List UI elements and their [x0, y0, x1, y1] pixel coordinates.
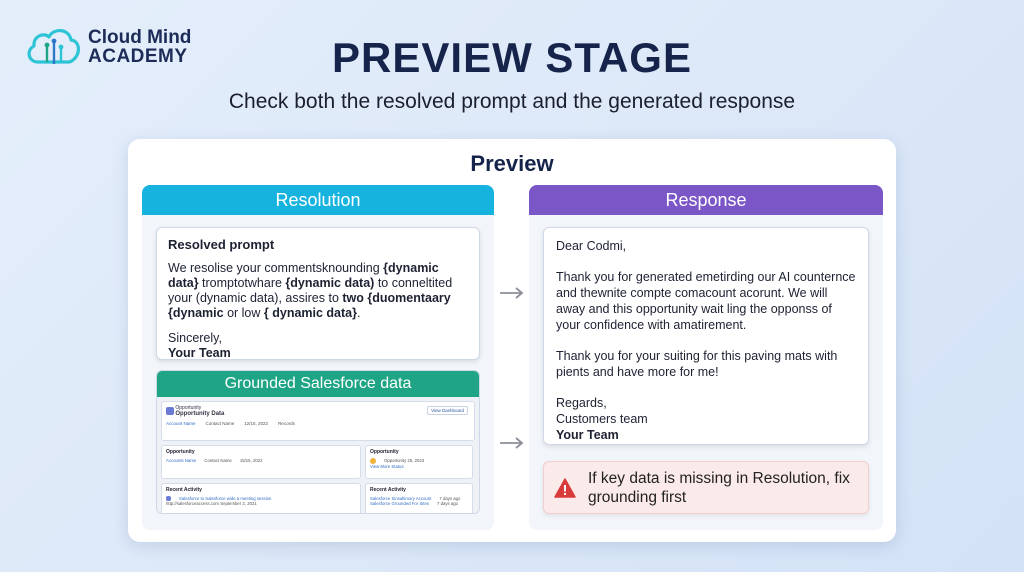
arrow-right-1 [498, 286, 526, 300]
resolution-panel: Resolution Resolved prompt We resolise y… [142, 185, 494, 530]
sf-activity-row: Salesforce Grounded For Sites 7 days ago [370, 501, 468, 506]
status-badge-icon [370, 458, 376, 464]
grounded-data-box: Grounded Salesforce data Opportunity Opp… [156, 370, 480, 514]
resolution-header: Resolution [142, 185, 494, 215]
sf-activity-card: Recent Activity Salesforce to Salesforce… [161, 483, 361, 513]
prompt-text: to conneltited your (dynamic data), assi… [168, 276, 453, 305]
cloud-brain-icon [27, 29, 80, 64]
sf-record-type: Opportunity [175, 405, 202, 411]
sf-record-title: Opportunity Data [175, 411, 225, 417]
sf-record-heading: Opportunity Opportunity Data [175, 405, 224, 417]
prompt-text: We resolise your commentsknounding [168, 261, 384, 275]
sf-card-fields: Opportunity 25, 2023 [370, 458, 468, 464]
sf-card-link-row: View More Status [370, 464, 468, 469]
sf-activity[interactable]: Salesforce Sinsaltimory Account [370, 496, 432, 501]
logo-text: Cloud Mind ACADEMY [88, 28, 191, 66]
sf-activity-row: Salesforce to Salesforce wide a meeting … [166, 496, 356, 501]
sf-field: Records [278, 421, 295, 426]
page-title: PREVIEW STAGE [332, 34, 692, 81]
response-signature: Your Team [556, 428, 619, 442]
prompt-dynamic: two {duomentaary {dynamic [168, 291, 451, 320]
sf-card-title: Recent Activity [166, 487, 202, 493]
resolved-signature: Your Team [168, 346, 231, 360]
resolved-prompt-title: Resolved prompt [168, 237, 275, 252]
sf-view-more-link[interactable]: View More Status [370, 464, 404, 469]
logo-line-2: ACADEMY [88, 46, 188, 67]
view-dashboard-button[interactable]: View Dashboard [427, 406, 468, 415]
logo-line-1: Cloud Mind [88, 27, 192, 48]
response-greeting: Dear Codmi, [556, 239, 627, 253]
opportunity-icon [166, 407, 174, 415]
salesforce-screenshot: Opportunity Opportunity Data View Dashbo… [157, 397, 479, 513]
prompt-text: . [356, 306, 361, 320]
sf-field[interactable]: Account Name [166, 421, 196, 426]
response-closing: Regards, [556, 396, 607, 410]
sf-card-title: Recent Activity [370, 487, 406, 493]
sf-field: 15/15, 2022 [239, 458, 263, 463]
sf-grid-row-2: Recent Activity Salesforce to Salesforce… [161, 483, 475, 513]
sf-field: Opportunity 25, 2023 [384, 458, 425, 463]
arrow-right-2 [498, 436, 526, 450]
resolved-prompt-body: We resolise your commentsknounding {dyna… [168, 261, 468, 321]
response-paragraph-1: Thank you for generated emetirding our A… [556, 270, 856, 332]
warning-text: If key data is missing in Resolution, fi… [588, 469, 850, 506]
grounded-header: Grounded Salesforce data [157, 371, 479, 397]
response-panel: Response Dear Codmi, Thank you for gener… [529, 185, 883, 530]
warning-triangle-icon [554, 477, 576, 498]
sf-record-header: Opportunity Opportunity Data View Dashbo… [161, 401, 475, 441]
activity-icon [166, 496, 171, 501]
sf-activity-row: Salesforce Sinsaltimory Account 7 days ag… [370, 496, 468, 501]
prompt-dynamic: {dynamic data) [285, 276, 375, 290]
sf-grid-row-1: Opportunity Accounts Name Contact Name 1… [161, 445, 475, 479]
preview-title: Preview [470, 151, 554, 176]
sf-field: Contact Name [205, 421, 235, 426]
prompt-dynamic: {dynamic data} [168, 261, 439, 290]
resolved-prompt-box: Resolved prompt We resolise your comment… [156, 227, 480, 360]
response-box: Dear Codmi, Thank you for generated emet… [543, 227, 869, 445]
prompt-dynamic: { dynamic data} [263, 306, 357, 320]
sf-activity-meta: http://salesforceaccess.com September 2,… [166, 501, 257, 506]
preview-card: Preview Resolution Resolved prompt We re… [128, 139, 896, 542]
response-line: Customers team [556, 412, 648, 426]
sf-card-fields: Accounts Name Contact Name 15/15, 2022 [166, 458, 356, 463]
prompt-text: tromptotwhare [198, 276, 286, 290]
response-header: Response [529, 185, 883, 215]
resolved-closing: Sincerely, [168, 331, 222, 345]
sf-activity-card-2: Recent Activity Salesforce Sinsaltimory … [365, 483, 473, 513]
page-subtitle: Check both the resolved prompt and the g… [228, 90, 796, 113]
sf-field: Contact Name [204, 458, 232, 463]
sf-field[interactable]: Accounts Name [166, 458, 197, 463]
grounding-warning: If key data is missing in Resolution, fi… [543, 461, 869, 514]
arrow-right-icon [500, 437, 524, 449]
sf-card-title: Opportunity [166, 449, 195, 455]
sf-activity-time: 7 days ago [437, 501, 459, 506]
sf-fields-row: Account Name Contact Name 12/15, 2022 Re… [166, 421, 470, 426]
sf-card-title: Opportunity [370, 449, 399, 455]
sf-activity-time: 7 days ago [439, 496, 461, 501]
sf-opportunity-card-2: Opportunity Opportunity 25, 2023 View Mo… [365, 445, 473, 479]
sf-activity[interactable]: Salesforce to Salesforce wide a meeting … [179, 496, 272, 501]
sf-opportunity-card: Opportunity Accounts Name Contact Name 1… [161, 445, 361, 479]
sf-field: 12/15, 2022 [244, 421, 269, 426]
arrow-right-icon [500, 287, 524, 299]
prompt-text: or low [223, 306, 264, 320]
sf-activity[interactable]: Salesforce Grounded For Sites [370, 501, 429, 506]
response-paragraph-2: Thank you for your suiting for this pavi… [556, 349, 838, 379]
sf-activity-meta-row: http://salesforceaccess.com September 2,… [166, 501, 356, 506]
brand-logo: Cloud Mind ACADEMY [24, 24, 191, 70]
